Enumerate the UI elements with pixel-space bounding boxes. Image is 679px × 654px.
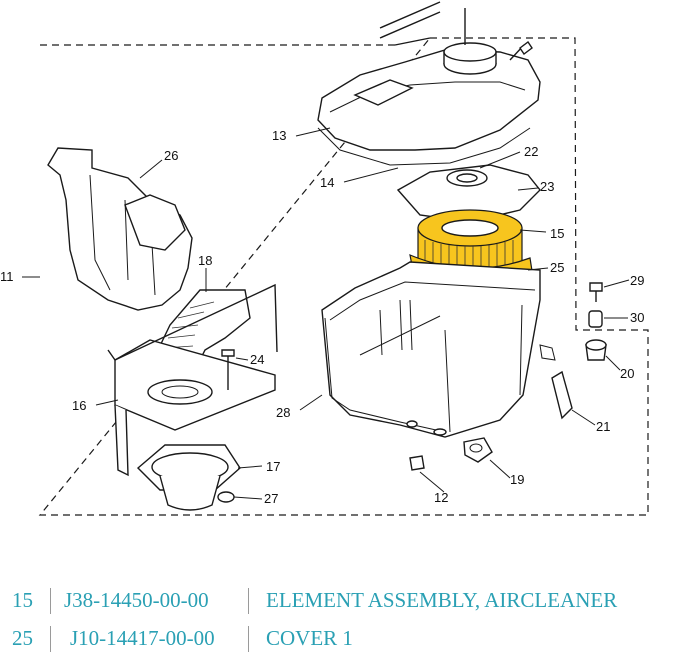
part-29-bolt	[589, 282, 603, 302]
parts-row[interactable]: 15 J38-14450-00-00 ELEMENT ASSEMBLY, AIR…	[0, 586, 679, 616]
callout-11: 11	[0, 269, 14, 284]
part-13-top-cover	[317, 1, 541, 151]
part-12-plug	[409, 455, 425, 471]
part-number: 25	[12, 626, 33, 650]
column-divider	[50, 626, 51, 652]
callout-27: 27	[264, 491, 278, 506]
part-23-plate	[396, 164, 541, 223]
callout-15: 15	[550, 226, 564, 241]
part-27-nut	[217, 491, 235, 503]
column-divider	[248, 588, 249, 614]
callout-23: 23	[540, 179, 554, 194]
callout-18: 18	[198, 253, 212, 268]
callout-16: 16	[72, 398, 86, 413]
part-20-grommet	[585, 339, 607, 361]
leader-lines	[22, 127, 630, 500]
assembly-boundary	[38, 37, 649, 516]
part-description: COVER 1	[266, 626, 353, 650]
part-number: 15	[12, 588, 33, 612]
part-24-screw	[221, 349, 235, 390]
part-code: J10-14417-00-00	[70, 626, 215, 650]
part-28-case	[321, 261, 541, 438]
callout-21: 21	[596, 419, 610, 434]
callout-26: 26	[164, 148, 178, 163]
callout-25: 25	[550, 260, 564, 275]
callout-28: 28	[276, 405, 290, 420]
part-19-grommet	[463, 437, 493, 463]
part-16-bracket	[107, 283, 278, 477]
callout-20: 20	[620, 366, 634, 381]
part-26-duct	[47, 147, 193, 311]
callout-22: 22	[524, 144, 538, 159]
callout-17: 17	[266, 459, 280, 474]
callout-29: 29	[630, 273, 644, 288]
part-code: J38-14450-00-00	[64, 588, 209, 612]
callout-24: 24	[250, 352, 264, 367]
callout-12: 12	[434, 490, 448, 505]
part-30-collar	[588, 310, 603, 328]
column-divider	[248, 626, 249, 652]
callout-19: 19	[510, 472, 524, 487]
parts-row[interactable]: 25 J10-14417-00-00 COVER 1	[0, 624, 679, 654]
callout-30: 30	[630, 310, 644, 325]
callout-14: 14	[320, 175, 334, 190]
exploded-parts-diagram: 11 12 13 14 15 16 17 18 19 20 21 22 23 2…	[0, 1, 649, 516]
part-description: ELEMENT ASSEMBLY, AIRCLEANER	[266, 588, 618, 612]
column-divider	[50, 588, 51, 614]
part-14-gasket	[317, 127, 531, 166]
part-21-clip	[551, 370, 573, 420]
part-17-funnel	[136, 444, 241, 511]
callout-13: 13	[272, 128, 286, 143]
